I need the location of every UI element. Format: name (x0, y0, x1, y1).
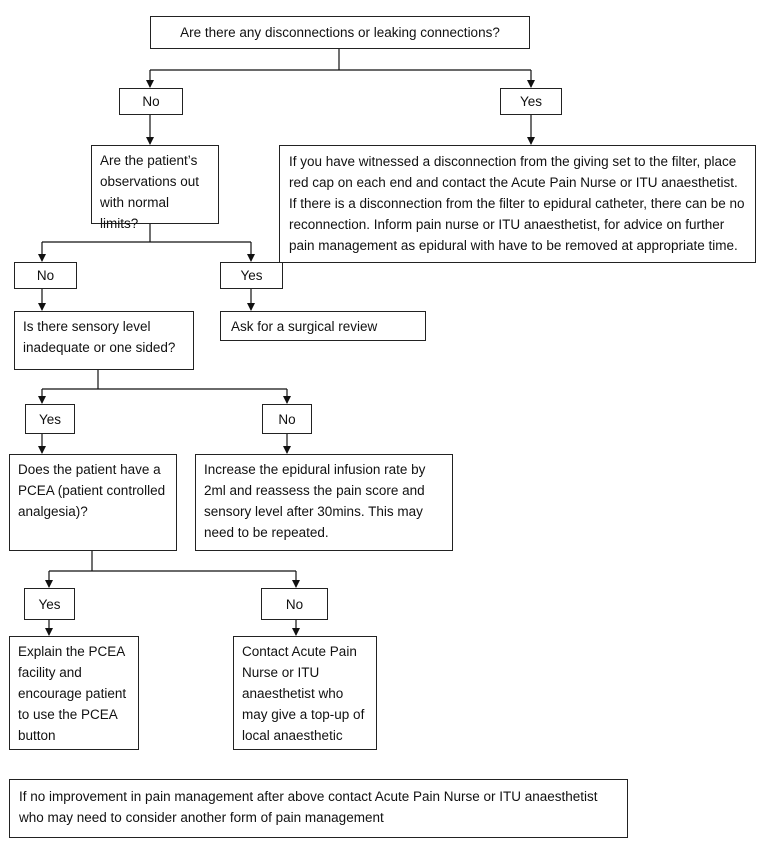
answer-no-sensory: No (262, 404, 312, 434)
footer-note: If no improvement in pain management aft… (9, 779, 628, 838)
explain-pcea-action-text: Explain the PCEA facility and encourage … (18, 644, 127, 743)
question-pcea: Does the patient have a PCEA (patient co… (9, 454, 177, 551)
answer-yes-disconnections: Yes (500, 88, 562, 115)
question-disconnections-text: Are there any disconnections or leaking … (180, 25, 500, 40)
question-observations: Are the patient’s observations out with … (91, 145, 219, 231)
surgical-review-action-text: Ask for a surgical review (231, 319, 378, 334)
answer-yes-label: Yes (38, 411, 62, 427)
question-disconnections: Are there any disconnections or leaking … (150, 16, 530, 49)
contact-pain-nurse-action-text: Contact Acute Pain Nurse or ITU anaesthe… (242, 644, 365, 743)
question-sensory-level: Is there sensory level inadequate or one… (14, 311, 194, 370)
answer-no-observations: No (14, 262, 77, 289)
answer-yes-observations: Yes (220, 262, 283, 289)
answer-no-disconnections: No (119, 88, 183, 115)
answer-no-label: No (36, 268, 55, 283)
answer-no-label: No (278, 411, 296, 427)
answer-no-label: No (142, 94, 160, 109)
answer-no-pcea: No (261, 588, 328, 620)
surgical-review-action: Ask for a surgical review (220, 311, 426, 341)
increase-rate-action-text: Increase the epidural infusion rate by 2… (204, 462, 426, 540)
explain-pcea-action: Explain the PCEA facility and encourage … (9, 636, 139, 750)
disconnection-action: If you have witnessed a disconnection fr… (279, 145, 756, 263)
answer-yes-label: Yes (519, 94, 543, 109)
answer-yes-sensory: Yes (25, 404, 75, 434)
disconnection-action-text: If you have witnessed a disconnection fr… (289, 154, 745, 253)
increase-rate-action: Increase the epidural infusion rate by 2… (195, 454, 453, 551)
question-sensory-level-text: Is there sensory level inadequate or one… (23, 319, 176, 355)
contact-pain-nurse-action: Contact Acute Pain Nurse or ITU anaesthe… (233, 636, 377, 750)
answer-yes-label: Yes (38, 596, 61, 612)
answer-yes-label: Yes (240, 268, 263, 283)
question-observations-text: Are the patient’s observations out with … (100, 153, 200, 231)
question-pcea-text: Does the patient have a PCEA (patient co… (18, 462, 166, 519)
answer-no-label: No (285, 596, 304, 612)
footer-note-text: If no improvement in pain management aft… (19, 789, 598, 825)
answer-yes-pcea: Yes (24, 588, 75, 620)
